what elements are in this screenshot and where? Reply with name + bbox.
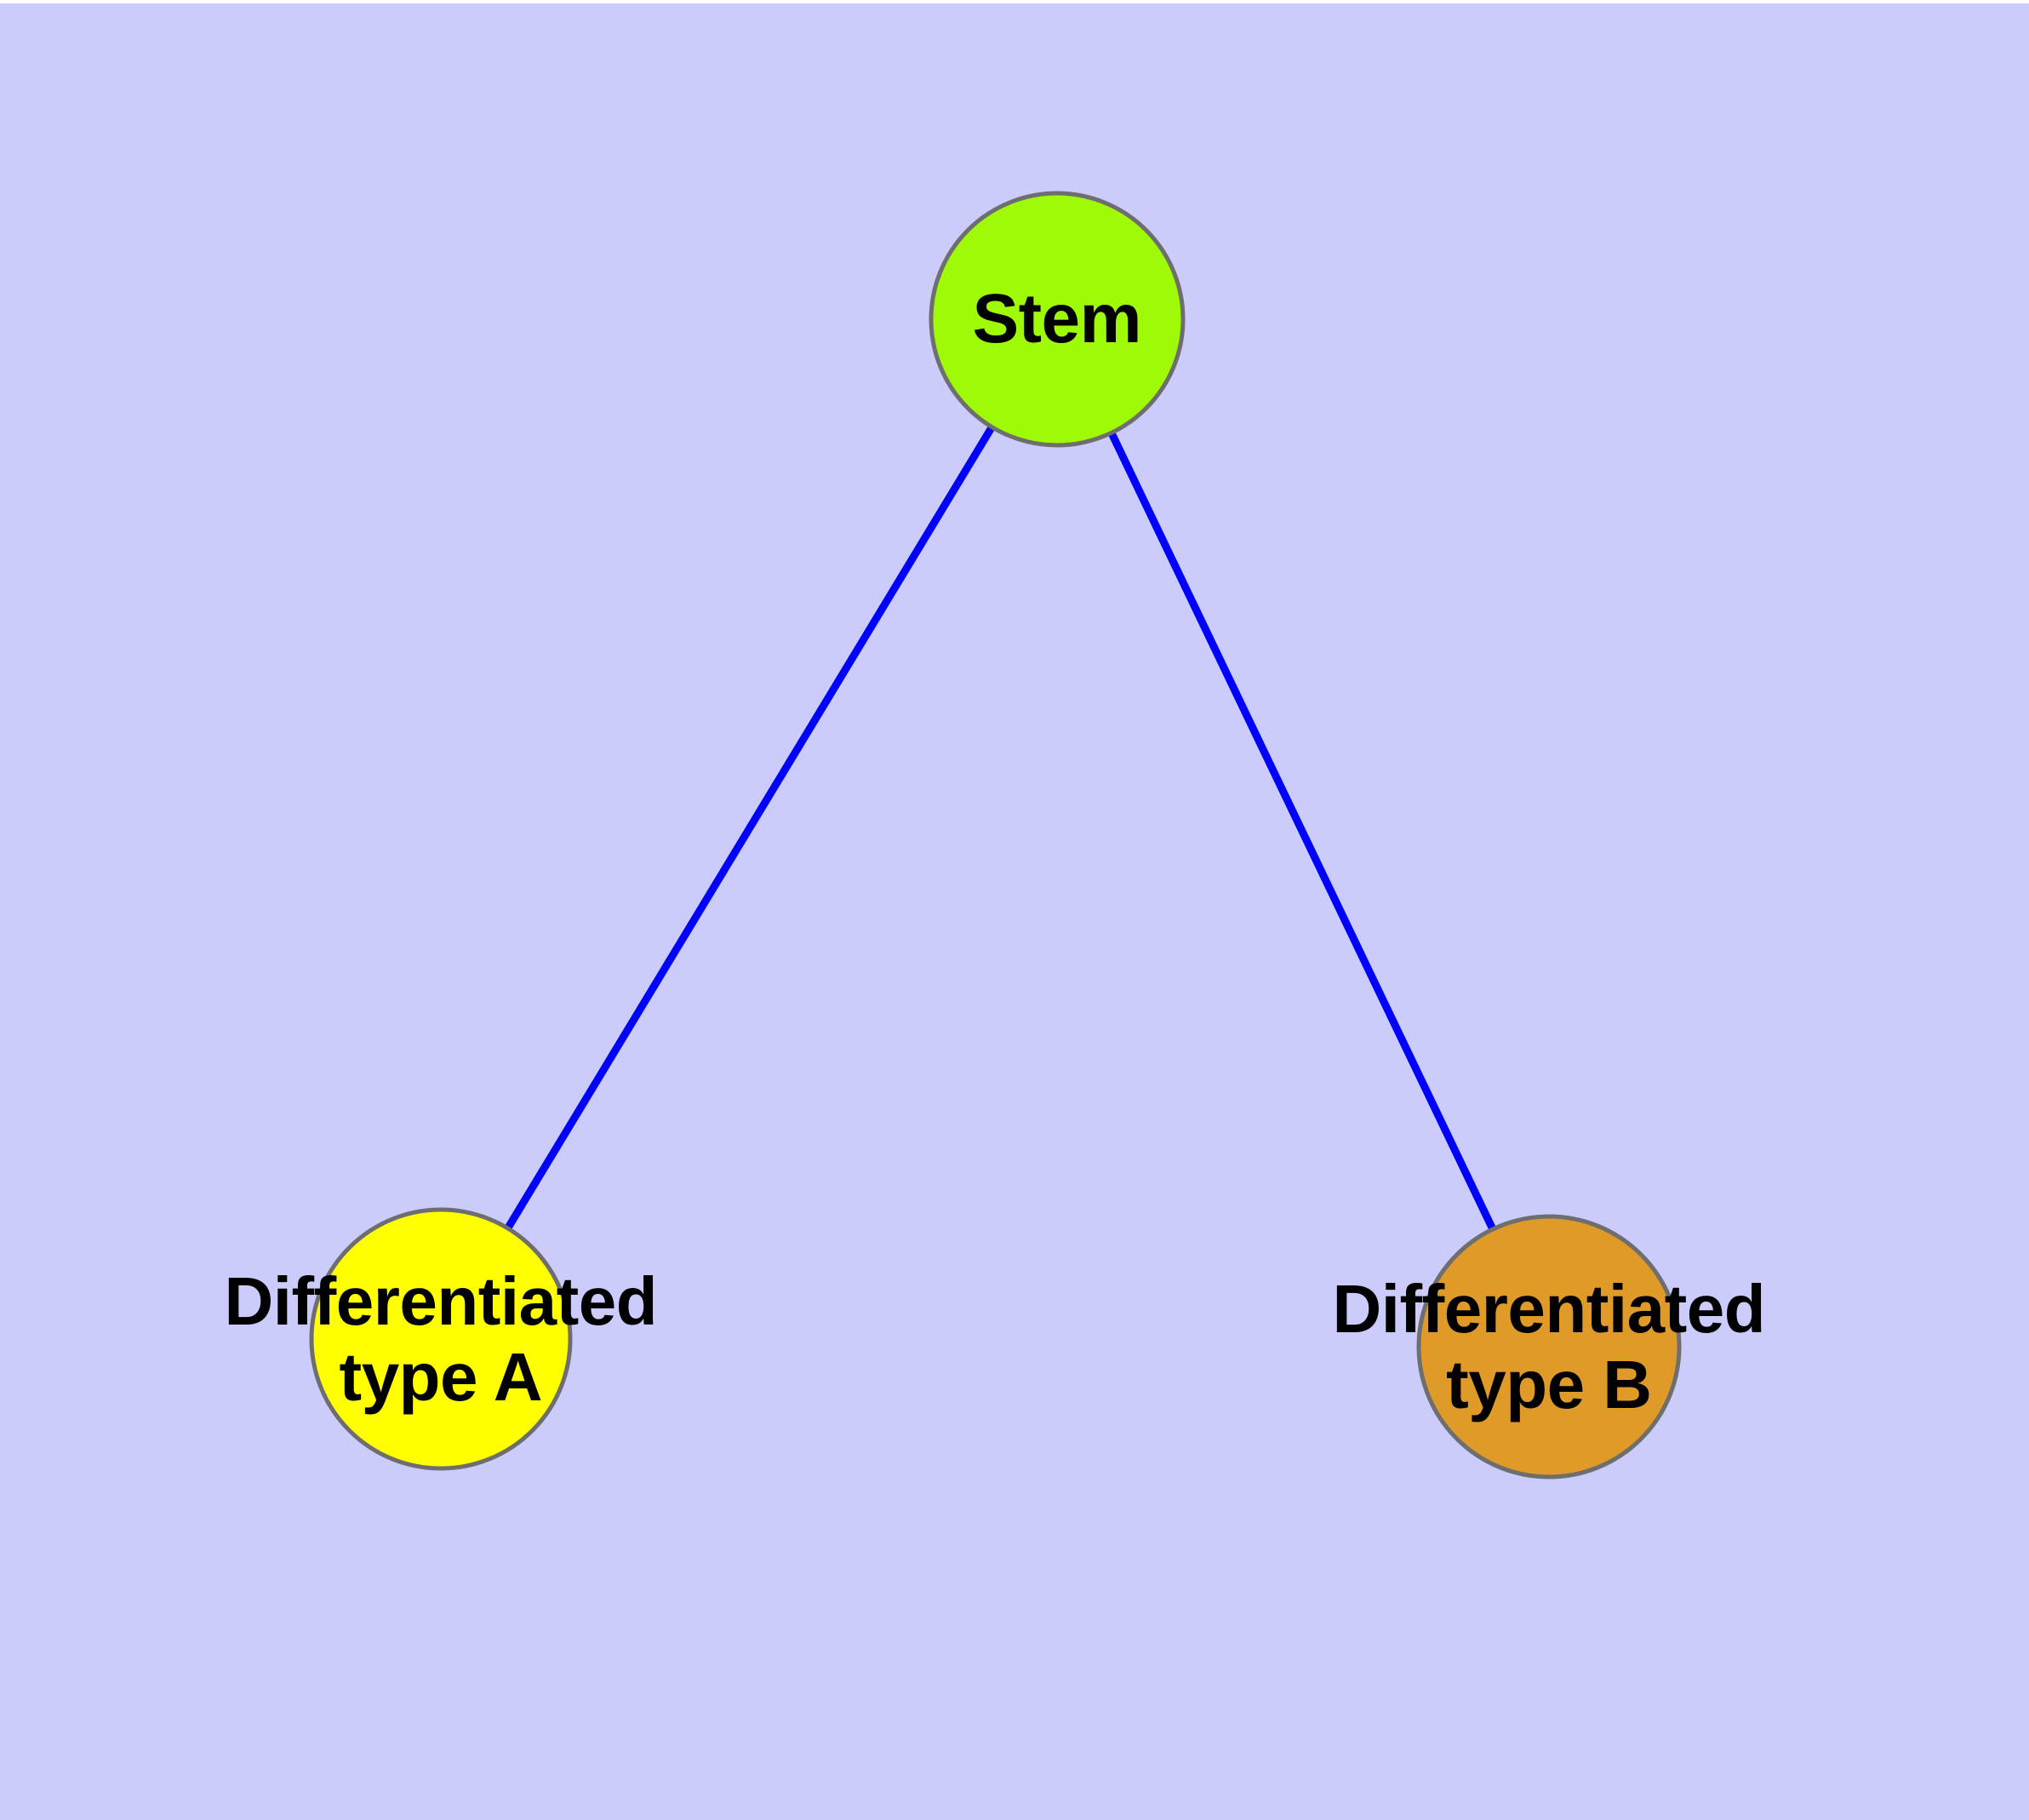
graph-edge-stem-diff_b (1106, 427, 1498, 1234)
graph-edge-stem-diff_a (502, 421, 997, 1233)
nodes-group (309, 191, 1682, 1479)
graph-node-diff_b[interactable] (1416, 1214, 1682, 1479)
graph-node-stem[interactable] (929, 191, 1186, 448)
edges-group (502, 421, 1498, 1234)
graph-svg (309, 191, 1682, 1479)
graph-node-diff_a[interactable] (309, 1207, 573, 1471)
